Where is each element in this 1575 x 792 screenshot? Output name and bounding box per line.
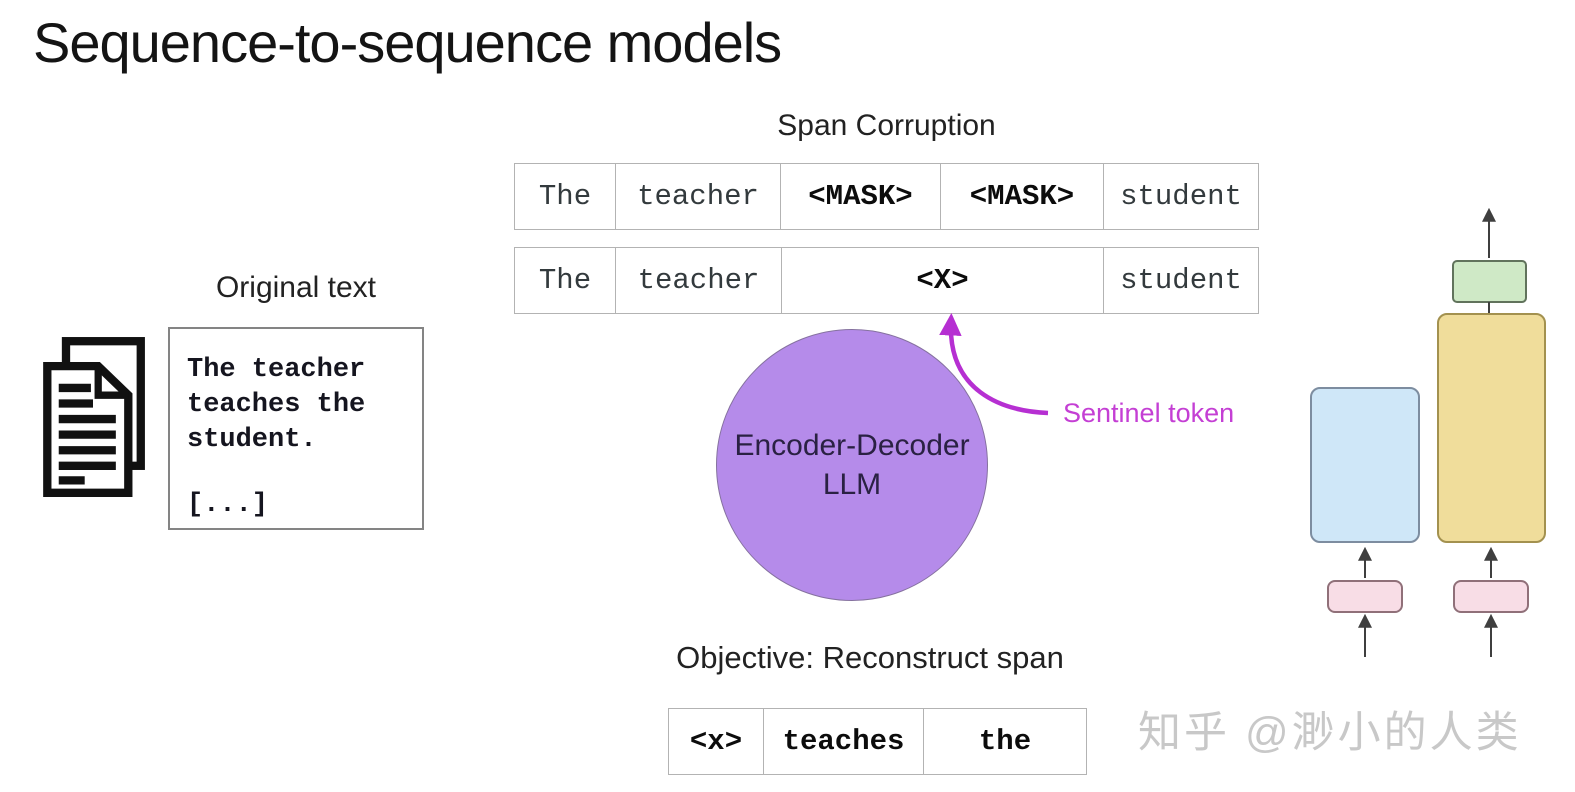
encoder-decoder-llm-circle: Encoder-Decoder LLM bbox=[716, 329, 988, 601]
token-cell: teacher bbox=[616, 164, 781, 229]
output-head-block bbox=[1452, 260, 1527, 303]
original-text-box: The teacher teaches the student. [...] bbox=[168, 327, 424, 530]
document-pages-icon bbox=[38, 336, 148, 498]
sentinel-token-cell: <X> bbox=[782, 248, 1104, 313]
original-text-ellipsis: [...] bbox=[187, 490, 269, 520]
sentinel-token-label: Sentinel token bbox=[1063, 398, 1235, 428]
watermark: 知乎 @渺小的人类 bbox=[1138, 709, 1522, 757]
token-cell: student bbox=[1120, 180, 1242, 213]
mask-token-cell: <MASK> bbox=[941, 164, 1104, 229]
token-cell: The bbox=[515, 248, 616, 313]
sentinel-token-row: The teacher <X> student bbox=[514, 247, 1259, 314]
encoder-embedding-block bbox=[1327, 580, 1403, 613]
token-cell: student bbox=[1120, 264, 1242, 297]
span-corruption-heading: Span Corruption bbox=[777, 109, 996, 142]
encoder-block bbox=[1310, 387, 1420, 543]
llm-label-line1: Encoder-Decoder bbox=[734, 429, 970, 462]
original-text-body: The teacher teaches the student. bbox=[187, 355, 366, 455]
decoder-embedding-block bbox=[1453, 580, 1529, 613]
token-cell: The bbox=[515, 164, 616, 229]
token-cell: <x> bbox=[669, 709, 764, 774]
token-cell: the bbox=[978, 725, 1032, 758]
masked-token-row: The teacher <MASK> <MASK> student bbox=[514, 163, 1259, 230]
llm-label-line2: LLM bbox=[822, 468, 882, 501]
objective-heading: Objective: Reconstruct span bbox=[676, 640, 1064, 675]
original-text-heading: Original text bbox=[215, 271, 377, 304]
mask-token-cell: <MASK> bbox=[781, 164, 941, 229]
token-cell: teaches bbox=[764, 709, 924, 774]
page-title: Sequence-to-sequence models bbox=[33, 11, 782, 74]
token-cell: teacher bbox=[616, 248, 782, 313]
reconstructed-span-row: <x> teaches the bbox=[668, 708, 1087, 775]
decoder-block bbox=[1437, 313, 1546, 543]
